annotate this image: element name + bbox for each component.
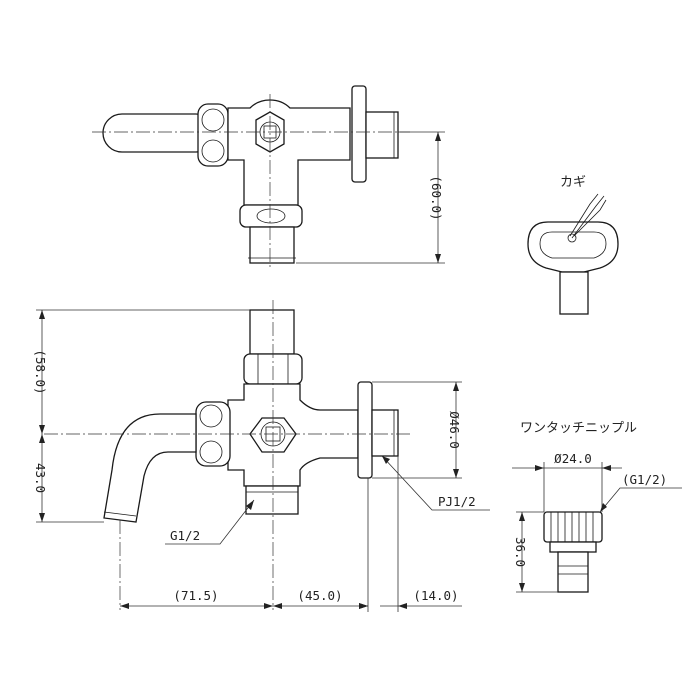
pj-leader-arrow [382,456,390,464]
top-wall-flange [351,85,367,183]
key-label: カギ [560,175,586,190]
key-drawing: カギ [527,175,619,315]
g12p-leader-arrow [600,503,607,512]
dim-60-label: (60.0) [429,175,444,220]
dim-d24-label: Ø24.0 [554,451,592,466]
key-ring [567,233,577,243]
dim-360-label: 36.0 [513,537,528,567]
dim715-arrow-l [120,603,129,609]
front-view: (58.0) 43.0 Ø46.0 PJ1/2 G1/2 (71.5) (45.… [33,300,490,612]
top-view: (60.0) [92,85,445,270]
nipple-label: ワンタッチニップル [520,421,637,436]
dim-140-label: (14.0) [413,588,458,603]
key-cord [569,193,607,239]
front-upper-stem [249,309,295,355]
key-bow [527,221,619,273]
dim36-arrow-top [519,512,525,521]
key-shaft [559,271,589,315]
top-nipple [249,226,295,264]
dim24-arrow-l [535,465,544,471]
dim-43-label: 43.0 [33,463,48,493]
front-lower-nipple [245,485,299,515]
dim-715-label: (71.5) [173,588,218,603]
dim140-arrow [398,603,407,609]
dim-g12p-label: (G1/2) [622,472,667,487]
pj-leader [381,455,490,511]
dim58-arrow-bottom [39,425,45,434]
top-pipe-thread [365,111,399,159]
top-valve-body [227,99,351,206]
dim-58-label: (58.0) [33,349,48,394]
nipple-body [557,551,589,593]
top-nut-boss-upper [201,108,225,132]
dim46-arrow-top [453,382,459,391]
top-lower-nut [239,204,303,228]
dim-g12-label: G1/2 [170,528,200,543]
top-nut-boss-lower [201,139,225,163]
dim140-arrow-l [359,603,368,609]
front-spout [103,413,197,523]
dim43-arrow-top [39,434,45,443]
front-wall-flange [357,381,373,479]
top-lower-nut-face [256,208,286,224]
dim46-arrow-bottom [453,469,459,478]
dim58-arrow-top [39,310,45,319]
dim43-arrow-bottom [39,513,45,522]
dim60-arrow-top [435,132,441,141]
dim-d46-label: Ø46.0 [447,411,462,449]
g12-leader [165,499,255,545]
dim36-arrow-bottom [519,583,525,592]
dim-450-label: (45.0) [297,588,342,603]
top-lever-nut [197,103,229,167]
front-spout-nut-upper [199,404,223,428]
dim-pj-label: PJ1/2 [438,494,476,509]
front-spout-tip-line [103,511,137,517]
g12-leader-arrow [246,500,254,510]
dim450-arrow-l [273,603,282,609]
g12p-leader [599,487,682,513]
nipple-knurl-lines [550,512,594,542]
dim715-arrow-r [264,603,273,609]
nipple-collar [549,541,597,553]
nipple-drawing: ワンタッチニップル Ø24.0 (G1/2) 36.0 [512,421,682,593]
dim60-arrow-bottom [435,254,441,263]
front-spout-nut-lower [199,440,223,464]
key-bow-hole [539,231,607,259]
dim24-arrow-r [602,465,611,471]
